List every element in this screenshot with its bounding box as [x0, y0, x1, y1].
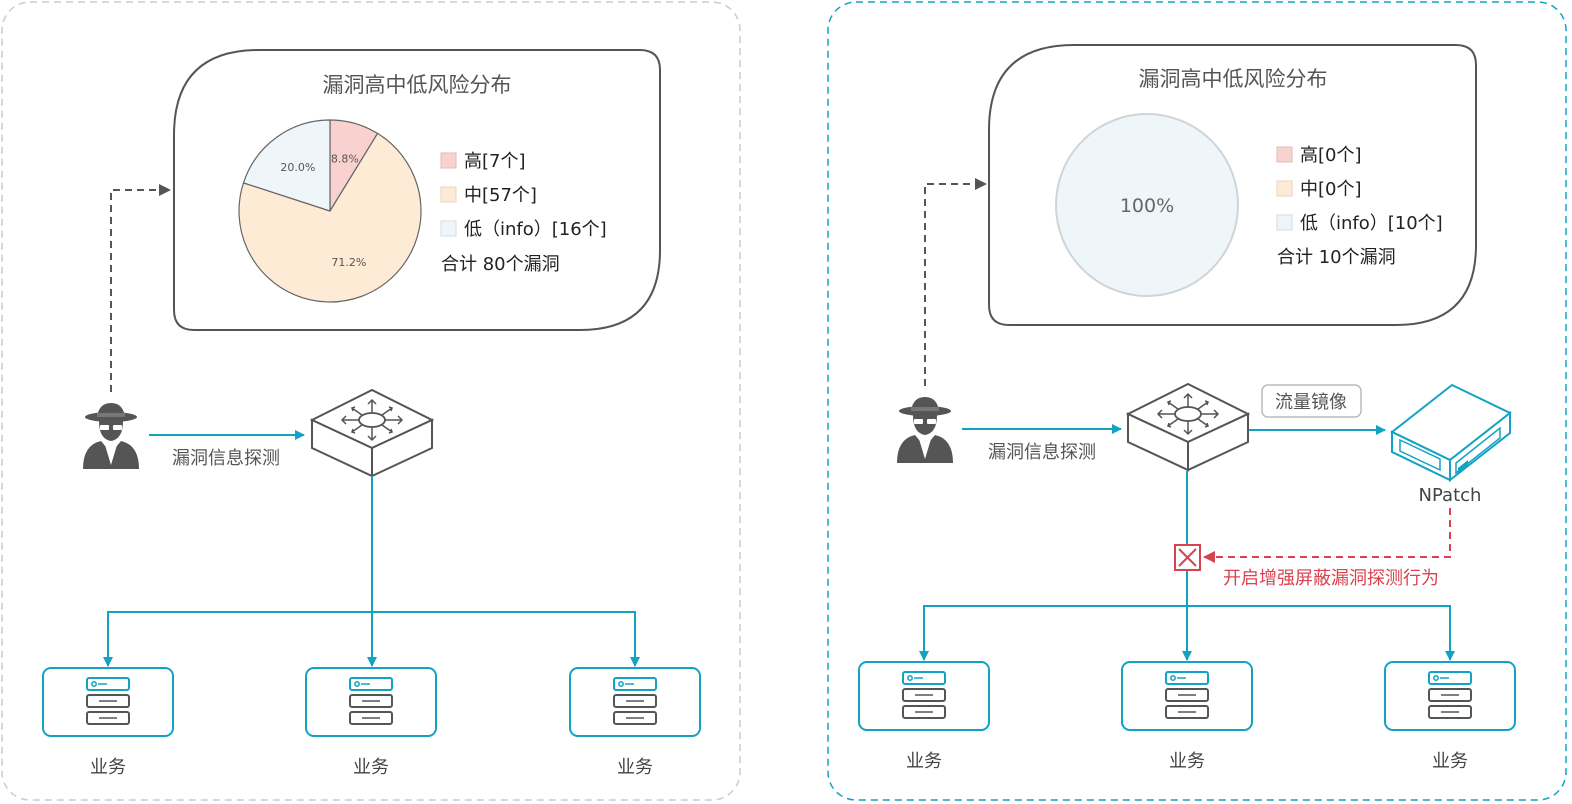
left-switch-icon — [311, 389, 433, 477]
pie-slice-low — [242, 119, 331, 212]
block-x-icon — [1174, 544, 1201, 571]
legend-mid-label: 中[57个] — [464, 185, 537, 206]
pie-slice-label: 8.8% — [331, 152, 359, 165]
left-server-1-label: 业务 — [90, 757, 126, 778]
left-report-title: 漏洞高中低风险分布 — [323, 73, 512, 97]
left-legend: 高[7个] 中[57个] 低（info）[16个] 合计 80个漏洞 — [440, 151, 607, 275]
right-legend: 高[0个] 中[0个] 低（info）[10个] 合计 10个漏洞 — [1276, 145, 1443, 268]
left-pie-chart: 8.8% 71.2% 20.0% — [238, 119, 422, 303]
right-hacker-icon — [897, 397, 953, 463]
legend-mid-swatch — [440, 186, 457, 203]
left-server-2 — [305, 667, 437, 737]
left-report-dashed-arrow — [110, 184, 171, 392]
right-panel-frame — [827, 1, 1567, 801]
left-server-2-label: 业务 — [353, 757, 389, 778]
npatch-appliance-icon — [1390, 383, 1512, 483]
left-branch-line — [107, 611, 636, 666]
left-panel: 漏洞高中低风险分布 8.8% 71.2% 20.0% 高[7个] 中[57个] 低（… — [1, 1, 741, 801]
right-branch-line — [923, 605, 1451, 660]
right-panel: 漏洞高中低风险分布 100% 高[0个] 中[0个] 低（info）[10个] … — [827, 1, 1567, 801]
pie-slice-mid — [238, 132, 422, 303]
right-server-3-label: 业务 — [1432, 751, 1468, 772]
right-switch-icon — [1127, 383, 1249, 471]
legend-low-label: 低（info）[10个] — [1300, 213, 1443, 234]
right-server-2-label: 业务 — [1169, 751, 1205, 772]
right-pie-chart: 100% — [1055, 113, 1239, 297]
left-server-3-label: 业务 — [617, 757, 653, 778]
right-server-1-label: 业务 — [906, 751, 942, 772]
pie-slice-label: 71.2% — [331, 256, 366, 269]
legend-low-swatch — [440, 220, 457, 237]
mirror-badge — [1261, 384, 1362, 418]
left-panel-frame — [1, 1, 741, 801]
legend-total-label: 合计 10个漏洞 — [1277, 247, 1396, 268]
npatch-label: NPatch — [1419, 485, 1482, 506]
legend-high-label: 高[7个] — [464, 151, 526, 172]
right-report-dashed-arrow — [924, 178, 987, 386]
pie-slice-label: 100% — [1120, 195, 1174, 217]
legend-low-swatch — [1276, 214, 1293, 231]
left-probe-label: 漏洞信息探测 — [172, 448, 280, 469]
mirror-label: 流量镜像 — [1275, 392, 1347, 413]
legend-mid-label: 中[0个] — [1300, 179, 1362, 200]
right-server-3 — [1384, 661, 1516, 731]
left-server-3 — [569, 667, 701, 737]
legend-high-swatch — [1276, 146, 1293, 163]
left-hacker-icon — [83, 403, 139, 469]
pie-slice-label: 20.0% — [280, 161, 315, 174]
legend-total-label: 合计 80个漏洞 — [441, 254, 560, 275]
right-server-2 — [1121, 661, 1253, 731]
pie-slice-low — [1055, 113, 1239, 297]
legend-mid-swatch — [1276, 180, 1293, 197]
legend-high-swatch — [440, 152, 457, 169]
legend-low-label: 低（info）[16个] — [464, 219, 607, 240]
legend-high-label: 高[0个] — [1300, 145, 1362, 166]
block-label: 开启增强屏蔽漏洞探测行为 — [1223, 568, 1439, 589]
right-probe-label: 漏洞信息探测 — [988, 442, 1096, 463]
right-report-title: 漏洞高中低风险分布 — [1139, 67, 1328, 91]
left-server-1 — [42, 667, 174, 737]
block-dashed-arrow — [1203, 508, 1451, 563]
right-server-1 — [858, 661, 990, 731]
